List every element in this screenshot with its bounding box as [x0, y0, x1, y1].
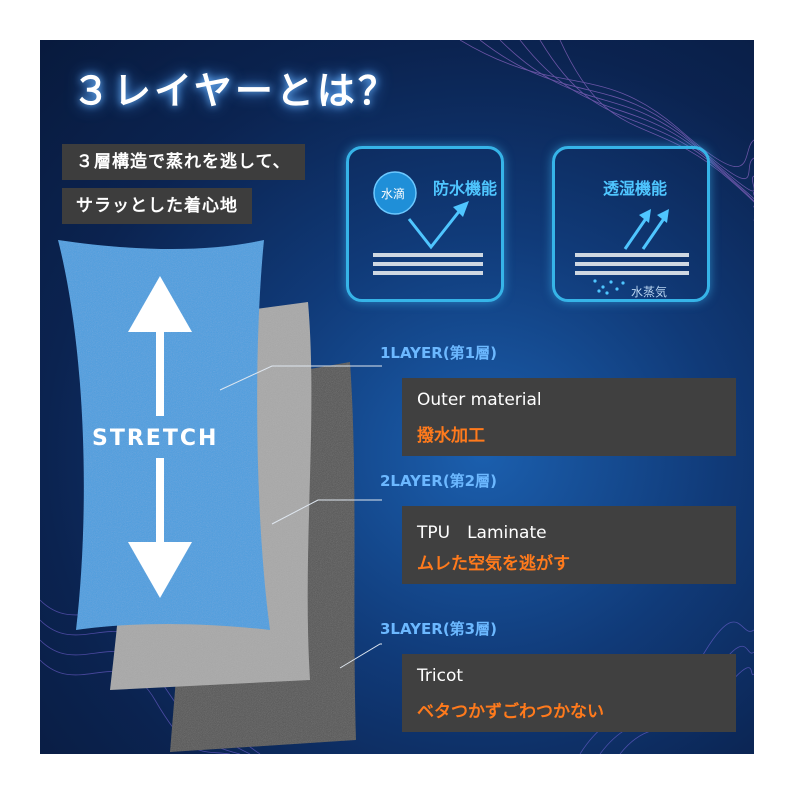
- breathable-label: 透湿機能: [603, 179, 668, 198]
- water-vapor-label: 水蒸気: [631, 285, 668, 299]
- subtitle-chip-1: ３層構造で蒸れを逃して、: [62, 144, 305, 180]
- water-repel-icon: [373, 171, 483, 275]
- stretch-label: STRETCH: [92, 426, 219, 451]
- layer-1-japanese: 撥水加工: [417, 426, 485, 446]
- layer-2-heading: 2LAYER(第2層): [380, 472, 497, 490]
- layer-3-japanese: ベタつかずごわつかない: [417, 702, 604, 722]
- layer-1-english: Outer material: [417, 390, 542, 410]
- water-drop-label: 水滴: [381, 187, 406, 201]
- page-title: ３レイヤーとは？: [72, 69, 399, 113]
- layer-2-leader-line: [271, 499, 382, 525]
- subtitle-chip-2: サラッとした着心地: [62, 188, 252, 224]
- layer-1-leader-line: [219, 365, 382, 391]
- layer-2-english: TPU Laminate: [417, 523, 547, 543]
- stretch-arrows-icon: [128, 276, 192, 598]
- layer-3-leader-line: [339, 643, 382, 669]
- layer-1-fabric: [58, 240, 270, 630]
- layer-1-info-box: Outer material 撥水加工: [402, 378, 736, 456]
- moisture-permeable-icon: [575, 209, 689, 295]
- fabric-layers-illustration: [58, 240, 382, 752]
- layer-1-heading: 1LAYER(第1層): [380, 344, 497, 362]
- layer-3-english: Tricot: [417, 666, 464, 686]
- layer-2-info-box: TPU Laminate ムレた空気を逃がす: [402, 506, 736, 584]
- waterproof-feature-box: 水滴 防水機能: [346, 146, 504, 302]
- layer-2-japanese: ムレた空気を逃がす: [417, 554, 570, 574]
- waterproof-label: 防水機能: [433, 179, 498, 198]
- breathable-feature-box: 透湿機能 水蒸気: [552, 146, 710, 302]
- layer-3-heading: 3LAYER(第3層): [380, 620, 497, 638]
- infographic-panel: ３レイヤーとは？ ３層構造で蒸れを逃して、 サラッとした着心地 水滴 防水機能: [40, 40, 754, 754]
- layer-3-info-box: Tricot ベタつかずごわつかない: [402, 654, 736, 732]
